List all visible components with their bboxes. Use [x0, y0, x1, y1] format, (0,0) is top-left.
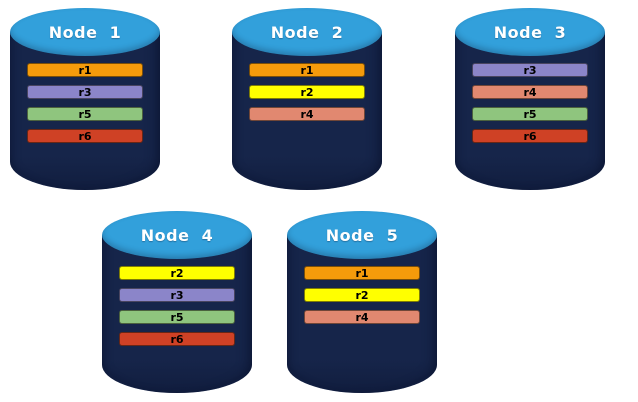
record-label: r2 — [355, 288, 369, 302]
record-label: r2 — [170, 266, 184, 280]
record-bar[interactable]: r5 — [27, 107, 143, 121]
record-label: r5 — [523, 107, 537, 121]
record-bar[interactable]: r3 — [472, 63, 588, 77]
record-bar[interactable]: r4 — [304, 310, 420, 324]
record-label: r1 — [78, 63, 92, 77]
record-bar[interactable]: r4 — [472, 85, 588, 99]
record-label: r3 — [170, 288, 184, 302]
record-list: r3 r4 r5 r6 — [472, 63, 588, 151]
node-title: Node 4 — [140, 225, 214, 245]
record-bar[interactable]: r3 — [27, 85, 143, 99]
record-list: r1 r2 r4 — [249, 63, 365, 129]
cylinder-top-ellipse — [102, 211, 252, 259]
record-bar[interactable]: r6 — [119, 332, 235, 346]
record-label: r5 — [78, 107, 92, 121]
node-4[interactable]: Node 4 r2 r3 r5 r6 — [102, 211, 252, 393]
record-bar[interactable]: r6 — [27, 129, 143, 143]
node-title: Node 5 — [325, 225, 399, 245]
record-label: r1 — [300, 63, 314, 77]
record-bar[interactable]: r6 — [472, 129, 588, 143]
record-bar[interactable]: r1 — [27, 63, 143, 77]
record-label: r4 — [523, 85, 537, 99]
node-title: Node 2 — [270, 22, 344, 42]
cylinder-top-ellipse — [455, 8, 605, 56]
record-label: r6 — [523, 129, 537, 143]
record-bar[interactable]: r3 — [119, 288, 235, 302]
record-bar[interactable]: r5 — [119, 310, 235, 324]
node-title: Node 1 — [48, 22, 122, 42]
record-list: r2 r3 r5 r6 — [119, 266, 235, 354]
record-bar[interactable]: r2 — [304, 288, 420, 302]
cylinder-bottom-shade — [10, 156, 160, 190]
record-bar[interactable]: r1 — [304, 266, 420, 280]
cylinder-top-ellipse — [232, 8, 382, 56]
cylinder-bottom-shade — [102, 359, 252, 393]
record-bar[interactable]: r5 — [472, 107, 588, 121]
record-label: r4 — [300, 107, 314, 121]
record-label: r6 — [78, 129, 92, 143]
record-list: r1 r3 r5 r6 — [27, 63, 143, 151]
cylinder-top-ellipse — [10, 8, 160, 56]
record-label: r3 — [523, 63, 537, 77]
record-label: r6 — [170, 332, 184, 346]
record-label: r1 — [355, 266, 369, 280]
node-title: Node 3 — [493, 22, 567, 42]
record-label: r4 — [355, 310, 369, 324]
record-bar[interactable]: r4 — [249, 107, 365, 121]
record-bar[interactable]: r2 — [249, 85, 365, 99]
record-bar[interactable]: r2 — [119, 266, 235, 280]
record-label: r3 — [78, 85, 92, 99]
cylinder-bottom-shade — [455, 156, 605, 190]
cylinder-bottom-shade — [232, 156, 382, 190]
node-2[interactable]: Node 2 r1 r2 r4 — [232, 8, 382, 190]
node-3[interactable]: Node 3 r3 r4 r5 r6 — [455, 8, 605, 190]
record-list: r1 r2 r4 — [304, 266, 420, 332]
cylinder-bottom-shade — [287, 359, 437, 393]
cylinder-top-ellipse — [287, 211, 437, 259]
record-bar[interactable]: r1 — [249, 63, 365, 77]
record-label: r2 — [300, 85, 314, 99]
record-label: r5 — [170, 310, 184, 324]
node-5[interactable]: Node 5 r1 r2 r4 — [287, 211, 437, 393]
node-1[interactable]: Node 1 r1 r3 r5 r6 — [10, 8, 160, 190]
